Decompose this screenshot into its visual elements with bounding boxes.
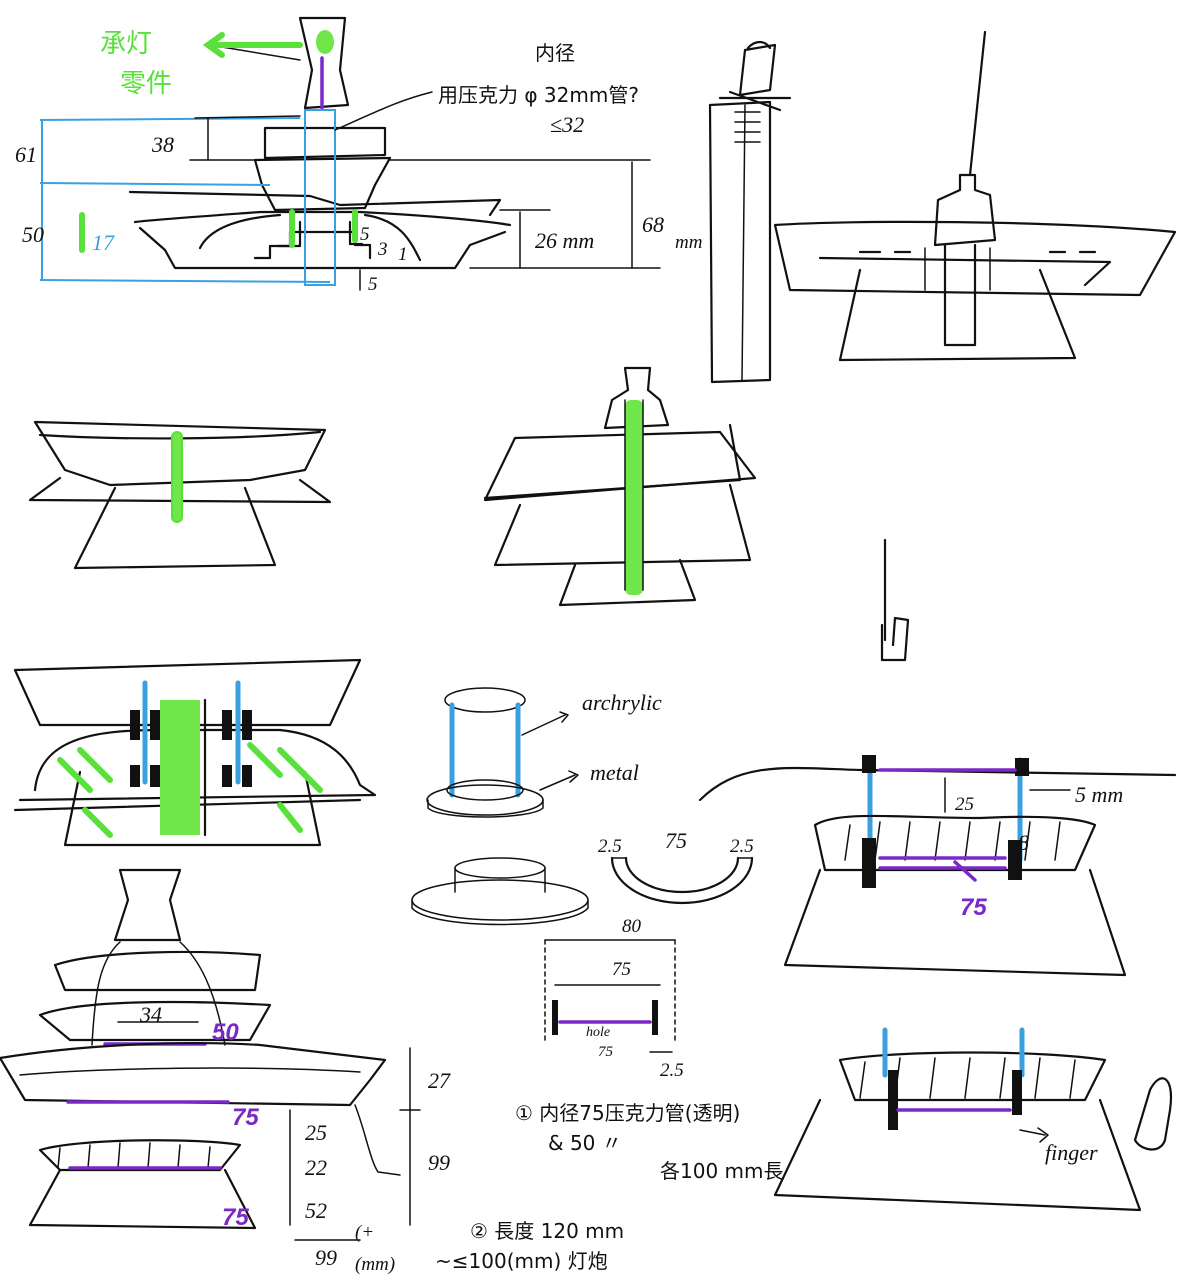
note-1c: 各100 mm長 (660, 1159, 784, 1183)
note-2b: ~≤100(mm) 灯炮 (435, 1249, 608, 1273)
dim-2-5: 2.5 (660, 1060, 684, 1081)
sketch-acrylic-tube (426, 687, 579, 818)
sketch-tall-tube (708, 40, 792, 384)
dim-25-right: 25 (955, 794, 974, 815)
note-max-32: ≤32 (550, 112, 584, 137)
purple-75-right: 75 (960, 894, 987, 921)
sketch-pagoda-lamp (483, 366, 757, 607)
dim-50: 50 (22, 222, 44, 247)
purple-75-b: 75 (222, 1204, 249, 1231)
sketch-right-lamp (698, 755, 1177, 977)
dim-17: 17 (92, 230, 115, 255)
dim-99-bottom: 99 (315, 1245, 337, 1270)
dim-hole: hole (586, 1025, 610, 1040)
dim-8: 8 (1018, 830, 1029, 855)
sketch-shade-left (28, 420, 332, 570)
note-2: ② 長度 120 mm (470, 1219, 624, 1243)
sketch-lamp-section (39, 16, 661, 291)
dim-5a: 5 (360, 224, 370, 245)
dim-38: 38 (151, 132, 174, 157)
sketch-section-left (13, 658, 377, 847)
plus-paren: (+ (355, 1222, 374, 1243)
dim-27: 27 (428, 1068, 451, 1093)
dim-25: 25 (305, 1120, 327, 1145)
dim-5mm: 5 mm (1075, 782, 1123, 807)
note-1: ① 内径75压克力管(透明) (515, 1101, 740, 1125)
dim-22: 22 (305, 1155, 327, 1180)
note-inner-diameter: 内径 (535, 41, 575, 65)
label-lamp-holder: 承灯 (100, 29, 152, 59)
dim-99-right: 99 (428, 1150, 450, 1175)
label-metal: metal (590, 760, 639, 785)
dim-26mm: 26 mm (535, 228, 594, 253)
dim-61: 61 (15, 142, 37, 167)
note-acrylic-tube: 用压克力 φ 32mm管? (438, 83, 639, 107)
dim-1: 1 (398, 244, 408, 265)
dim-ring-right: 2.5 (730, 836, 754, 857)
dim-ring-mid: 75 (665, 828, 687, 853)
sketch-ring-dimensions (544, 939, 676, 1053)
sketch-bottom-left (0, 868, 421, 1241)
dim-52: 52 (305, 1198, 327, 1223)
dim-68: 68 (642, 212, 664, 237)
dim-80: 80 (622, 916, 642, 937)
label-finger: finger (1045, 1140, 1098, 1165)
dim-68-unit: mm (675, 232, 702, 253)
sketch-flanged-ring (411, 857, 589, 926)
dim-ring-left: 2.5 (598, 836, 622, 857)
dim-5b: 5 (368, 274, 378, 295)
unit-mm: (mm) (355, 1254, 395, 1275)
sketch-ring-section (610, 856, 754, 905)
purple-75-a: 75 (232, 1104, 259, 1131)
note-1b: & 50 〃 (548, 1131, 622, 1155)
dim-3: 3 (377, 239, 388, 260)
dim-34: 34 (139, 1002, 162, 1027)
dim-hole-75: 75 (598, 1044, 614, 1060)
label-lamp-part: 零件 (120, 69, 172, 99)
label-archrylic: archrylic (582, 690, 662, 715)
sketch-hook (880, 538, 910, 662)
purple-50: 50 (212, 1019, 239, 1046)
dim-75: 75 (612, 959, 631, 980)
sketch-hanging-lamp (773, 30, 1177, 362)
sketch-finger-lamp (773, 1027, 1173, 1212)
